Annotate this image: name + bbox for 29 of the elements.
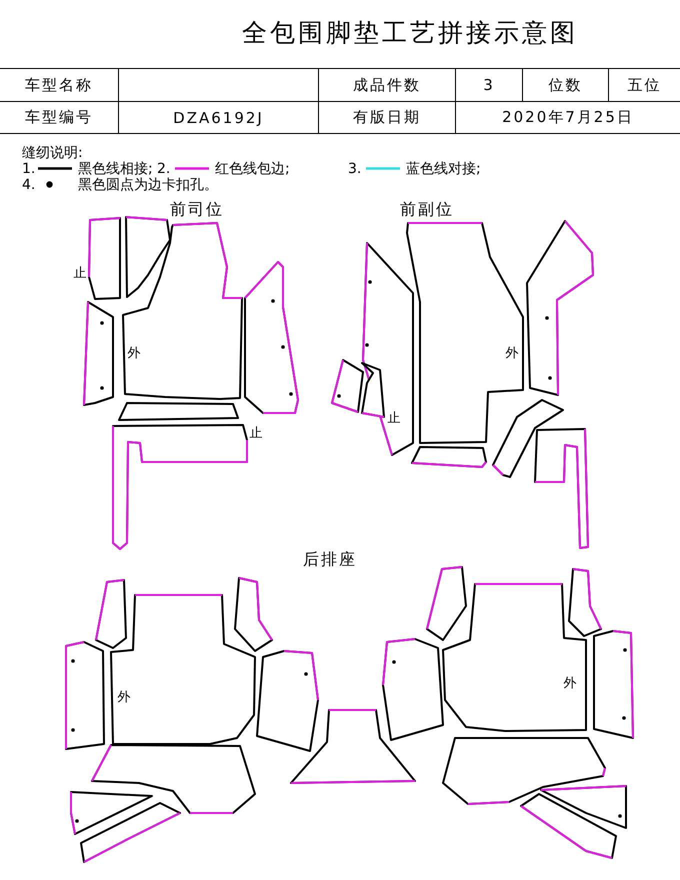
part-mark: 止 [250,425,262,442]
table-cell: 车型编号 [0,101,118,133]
table-cell: DZA6192J [118,101,318,133]
list-number: 2. [157,161,170,177]
part-mark: 外 [506,345,518,362]
part-mark: 外 [564,675,576,692]
table-cell: 3 [455,69,522,101]
table-cell: 成品件数 [318,69,455,101]
legend-text: 蓝色线对接; [406,161,481,177]
table-cell: 五位 [608,69,680,101]
table-cell-text: 车型名称 [24,74,94,96]
list-number: 3. [348,161,362,177]
legend-text: 红色线包边; [215,161,290,177]
table-cell: 有版日期 [318,101,455,133]
part-mark: 外 [128,345,140,362]
part-mark: 止 [74,265,86,282]
table-cell: 位数 [522,69,608,101]
list-number: 1. [22,161,36,177]
section-title: 后排座 [303,550,357,570]
legend-text: 黑色线相接; [78,161,153,177]
part-mark: 外 [118,689,130,706]
legend-text: 黑色圆点为边卡扣孔。 [78,177,218,193]
diagram-title: 全包围脚垫工艺拼接示意图 [241,17,579,49]
section-title: 前副位 [400,200,454,220]
part-mark: 止 [388,410,400,427]
table-cell: 2020年7月25日 [455,101,680,133]
section-title: 前司位 [170,200,224,220]
sewing-notes-heading: 缝纫说明: [22,145,83,161]
list-number: 4. [22,177,36,193]
